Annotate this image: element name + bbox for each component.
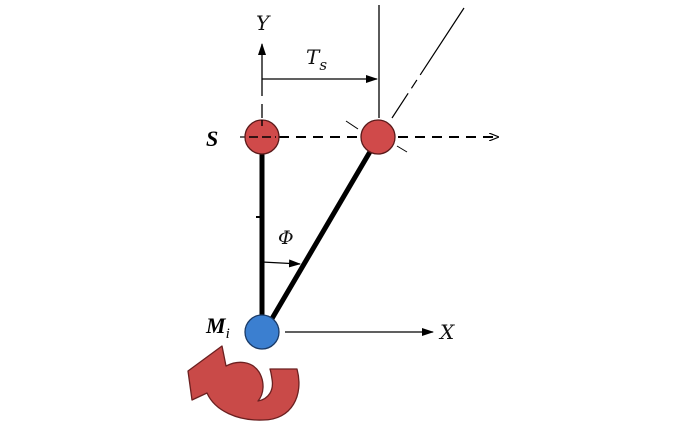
ts-dimension: Ts xyxy=(262,45,378,83)
y-axis-label: Y xyxy=(256,11,271,35)
tilted-rod xyxy=(267,148,374,324)
s-node-right xyxy=(345,119,408,155)
s-node-left xyxy=(244,119,280,155)
y-axis: Y xyxy=(256,11,271,118)
rotation-arrow-icon xyxy=(187,345,300,421)
tilted-rod-extension xyxy=(391,7,465,119)
phi-label: Φ xyxy=(278,227,294,249)
phi-angle: Φ xyxy=(261,227,301,268)
vertical-rod xyxy=(256,152,265,318)
x-axis: X xyxy=(285,320,455,344)
x-axis-label: X xyxy=(438,320,455,344)
m-label: Mi xyxy=(205,313,230,342)
ts-label: Ts xyxy=(306,45,327,74)
m-node xyxy=(244,314,280,350)
s-label: S xyxy=(206,126,218,151)
